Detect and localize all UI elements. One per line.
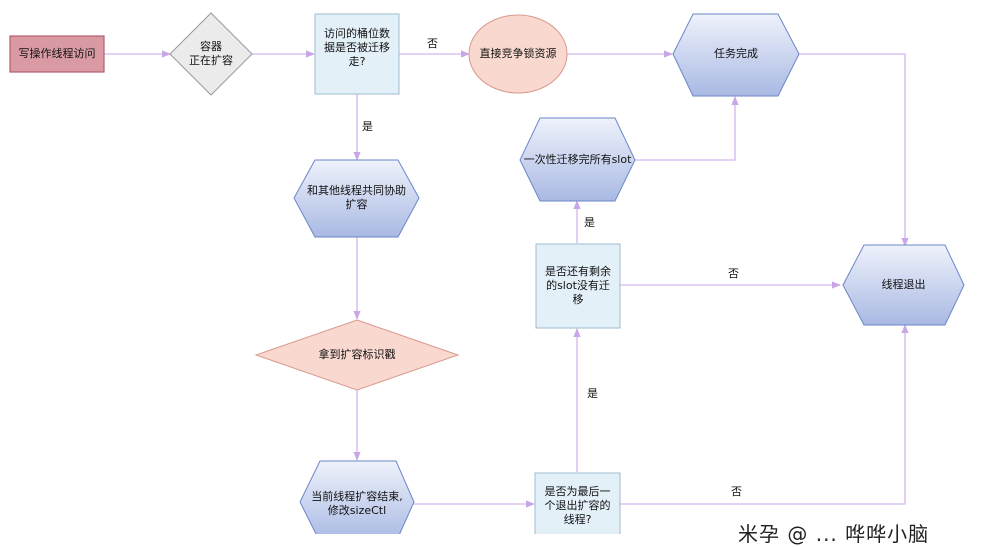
task-done-node bbox=[672, 13, 800, 97]
get-stamp-label: 拿到扩容标识戳 bbox=[318, 348, 396, 361]
edge-label-no-top: 否 bbox=[427, 37, 438, 50]
get-stamp-node bbox=[254, 319, 460, 391]
edge-done-to-exit bbox=[799, 53, 909, 247]
remaining-slots-node bbox=[535, 243, 621, 329]
help-resize-node bbox=[293, 159, 420, 238]
edge-label-yes-down: 是 bbox=[362, 120, 373, 133]
edge-label-yes-up-upper: 是 bbox=[584, 216, 595, 229]
watermark: 米孕 @ ... 哗哗小脑 bbox=[738, 522, 930, 546]
last-exit-label: 是否为最后一 个退出扩容的 线程? bbox=[544, 485, 611, 526]
remaining-slots-label: 是否还有剩余 的slot没有迁 移 bbox=[545, 265, 611, 306]
resizing-decision bbox=[169, 12, 253, 96]
edge-label-no-mid: 否 bbox=[728, 267, 739, 280]
resizing-label: 容器 正在扩容 bbox=[189, 40, 233, 67]
help-resize-label: 和其他线程共同协助 扩容 bbox=[307, 184, 406, 211]
compete-lock-node bbox=[468, 14, 568, 94]
migrate-all-label: 一次性迁移完所有slot bbox=[523, 153, 632, 166]
resize-end-node bbox=[299, 460, 415, 534]
compete-lock-label: 直接竞争锁资源 bbox=[479, 47, 557, 60]
edge-last-to-exit bbox=[620, 324, 909, 505]
write-access-label: 写操作线程访问 bbox=[18, 47, 96, 60]
flowchart-canvas bbox=[9, 12, 965, 534]
bucket-migrated-node bbox=[314, 13, 400, 95]
edge-label-yes-up-lower: 是 bbox=[587, 387, 598, 400]
edge-label-no-bottom: 否 bbox=[731, 485, 742, 498]
migrate-all-node bbox=[519, 117, 636, 202]
thread-exit-label: 线程退出 bbox=[881, 278, 926, 291]
write-access-node bbox=[9, 35, 105, 73]
bucket-migrated-label: 访问的桶位数 据是否被迁移 走? bbox=[324, 27, 390, 68]
last-exit-node bbox=[534, 472, 621, 534]
edge-migrate-to-done bbox=[630, 96, 739, 161]
task-done-label: 任务完成 bbox=[714, 47, 758, 60]
thread-exit-node bbox=[842, 244, 965, 326]
resize-end-label: 当前线程扩容结束, 修改sizeCtl bbox=[311, 490, 403, 517]
